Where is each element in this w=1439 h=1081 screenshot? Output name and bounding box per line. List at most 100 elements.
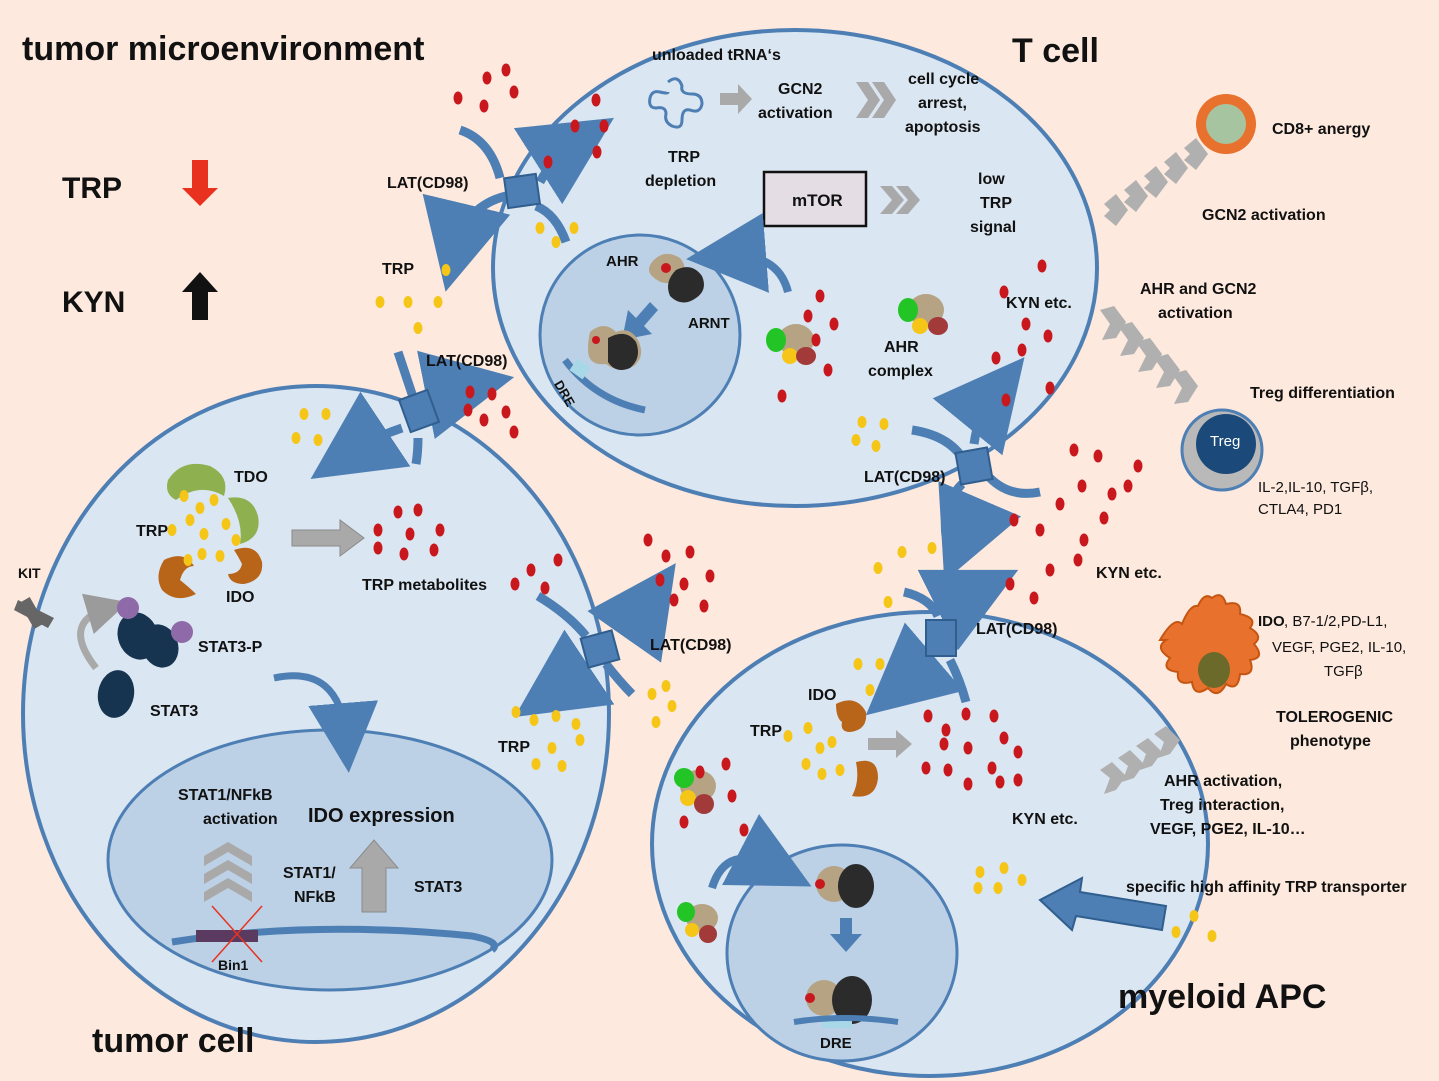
tryptophan-dot xyxy=(209,494,219,506)
lat-tumor-right-label: LAT(CD98) xyxy=(650,637,731,654)
kynurenine-dot xyxy=(963,777,973,791)
tryptophan-dot xyxy=(883,596,893,608)
dc-markers-ido: IDO xyxy=(1258,613,1285,630)
tryptophan-dot xyxy=(221,518,231,530)
tryptophan-dot xyxy=(231,534,241,546)
lat-apc-top-label: LAT(CD98) xyxy=(976,621,1057,638)
tryptophan-dot xyxy=(291,432,301,444)
kynurenine-dot xyxy=(829,317,839,331)
kynurenine-dot xyxy=(1009,513,1019,527)
legend-kyn-label: KYN xyxy=(62,286,125,319)
kynurenine-dot xyxy=(526,563,536,577)
lat-mid-label: LAT(CD98) xyxy=(426,353,507,370)
tryptophan-dot xyxy=(441,264,451,276)
ahr-label: AHR xyxy=(606,253,639,270)
lat-transporter-tcell-bottom xyxy=(911,357,1041,582)
kynurenine-dot xyxy=(1013,745,1023,759)
tolerogenic-line1: TOLEROGENIC xyxy=(1276,709,1393,726)
stat3-p-label: STAT3-P xyxy=(198,639,263,656)
kynurenine-dot xyxy=(923,709,933,723)
lat-tcell-bottom-label: LAT(CD98) xyxy=(864,469,945,486)
kynurenine-dot xyxy=(695,765,705,779)
lat-transporter-top xyxy=(422,117,614,292)
kynurenine-dot xyxy=(1069,443,1079,457)
kynurenine-dot xyxy=(1021,317,1031,331)
dc-markers-line3: TGFβ xyxy=(1324,663,1363,680)
chevron-mtor-signal xyxy=(880,186,920,214)
gray-up-arrow-ido-expression xyxy=(348,839,400,913)
apc-effects-line1: AHR activation, xyxy=(1164,773,1282,790)
kynurenine-dot xyxy=(987,761,997,775)
kynurenine-dot xyxy=(373,523,383,537)
kynurenine-dot xyxy=(1029,591,1039,605)
ligand-dot-dna xyxy=(592,336,600,344)
kynurenine-dot xyxy=(777,389,787,403)
ido-protein-icon-2 xyxy=(228,547,263,584)
tryptophan-dot xyxy=(853,658,863,670)
tryptophan-dot xyxy=(433,296,443,308)
kynurenine-dot xyxy=(1045,563,1055,577)
kynurenine-dot xyxy=(1073,553,1083,567)
tryptophan-dot xyxy=(865,684,875,696)
bin1-label: Bin1 xyxy=(218,957,249,973)
kynurenine-dot xyxy=(1099,511,1109,525)
mtor-box xyxy=(762,170,868,228)
arrest-line1: cell cycle xyxy=(908,71,979,88)
apc-ahr-arnt-icon xyxy=(815,864,874,908)
kynurenine-dot xyxy=(509,425,519,439)
stat3-nuclear-arrow xyxy=(273,672,379,773)
ahr-complex-icon xyxy=(898,294,948,335)
kynurenine-dot xyxy=(482,71,492,85)
tryptophan-dot xyxy=(403,296,413,308)
kynurenine-dot xyxy=(961,707,971,721)
kynurenine-dot xyxy=(501,405,511,419)
kynurenine-dot xyxy=(1079,533,1089,547)
kynurenine-dot xyxy=(1013,773,1023,787)
tryptophan-dot xyxy=(529,714,539,726)
low-trp-line3: signal xyxy=(970,219,1016,236)
kynurenine-dot xyxy=(1123,479,1133,493)
trp-depletion-line2: depletion xyxy=(645,173,716,190)
tryptophan-dot xyxy=(551,236,561,248)
tryptophan-dot xyxy=(975,866,985,878)
tryptophan-dot xyxy=(413,322,423,334)
tolerogenic-line2: phenotype xyxy=(1290,733,1371,750)
kynurenine-dot xyxy=(991,351,1001,365)
nuclear-arrow xyxy=(622,302,658,340)
apc-nucleus xyxy=(725,843,959,1063)
apc-trp-label: TRP xyxy=(750,723,782,740)
tryptophan-dot xyxy=(835,764,845,776)
tryptophan-dot xyxy=(321,408,331,420)
tryptophan-dot xyxy=(199,528,209,540)
tryptophan-dot xyxy=(857,416,867,428)
chevron-gcn2-arrest xyxy=(856,82,896,118)
kynurenine-dot xyxy=(399,547,409,561)
arrest-line3: apoptosis xyxy=(905,119,981,136)
tryptophan-dot xyxy=(817,768,827,780)
dre-site xyxy=(569,358,591,380)
treg-label: Treg xyxy=(1210,433,1240,450)
kynurenine-dot xyxy=(1035,523,1045,537)
tryptophan-dot xyxy=(827,736,837,748)
tryptophan-dot xyxy=(897,546,907,558)
ahr-complex-line2: complex xyxy=(868,363,933,380)
tryptophan-dot xyxy=(195,502,205,514)
mtor-label: mTOR xyxy=(792,191,843,210)
tryptophan-dot xyxy=(183,554,193,566)
tryptophan-dot xyxy=(1189,910,1199,922)
legend-trp-label: TRP xyxy=(62,172,122,205)
apc-down-arrow xyxy=(830,918,862,952)
kynurenine-dot xyxy=(699,599,709,613)
tryptophan-dot xyxy=(647,688,657,700)
arrest-line2: arrest, xyxy=(918,95,967,112)
dendritic-cell-icon xyxy=(1158,594,1261,695)
tryptophan-dot xyxy=(185,514,195,526)
apc-dna-icon xyxy=(793,1015,899,1025)
tryptophan-dot xyxy=(651,716,661,728)
trp-depletion-line1: TRP xyxy=(668,149,700,166)
kynurenine-dot xyxy=(679,815,689,829)
apc-ahr-complex-icon-2 xyxy=(677,902,718,943)
stat1-nfkb-line1: STAT1/ xyxy=(283,865,336,882)
kynurenine-dot xyxy=(643,533,653,547)
